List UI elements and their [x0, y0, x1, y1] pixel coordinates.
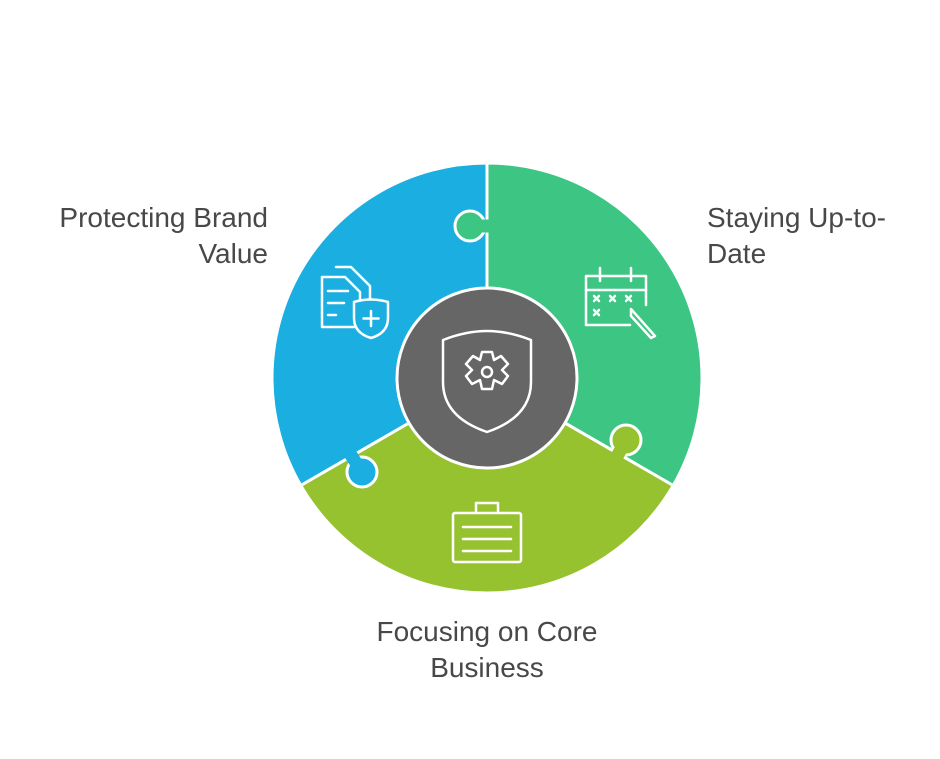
- document-shield-icon: [320, 265, 390, 340]
- segment-focusing-core-business: [299, 376, 675, 595]
- label-line: Protecting Brand: [59, 202, 268, 233]
- shield-gear-icon: [441, 329, 533, 434]
- briefcase-icon: [451, 501, 523, 564]
- calendar-edit-icon: [584, 266, 657, 340]
- label-line: Staying Up-to-: [707, 202, 886, 233]
- label-staying-up-to-date: Staying Up-to- Date: [707, 200, 886, 272]
- label-line: Date: [707, 238, 767, 269]
- label-line: Value: [198, 238, 268, 269]
- label-focusing-core-business: Focusing on Core Business: [284, 614, 690, 686]
- label-protecting-brand: Protecting Brand Value: [59, 200, 268, 272]
- label-line: Focusing on Core: [376, 616, 598, 647]
- label-line: Business: [430, 652, 544, 683]
